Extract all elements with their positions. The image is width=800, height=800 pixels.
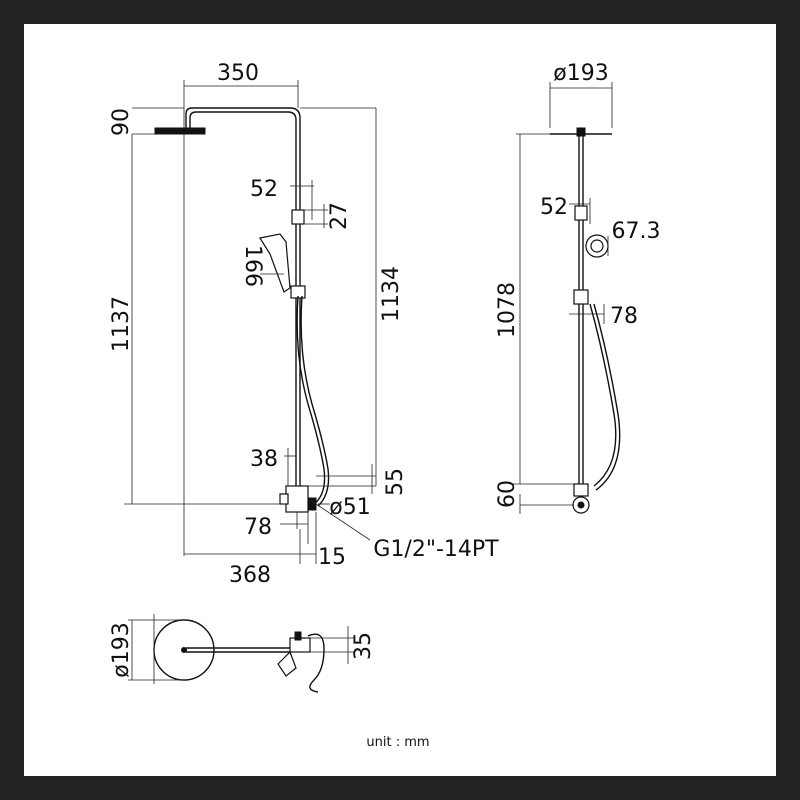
side-holder (574, 205, 588, 221)
leader-connection (309, 499, 371, 541)
front-hose-inner (300, 295, 330, 507)
label-connection: G1/2"-14PT (373, 537, 499, 562)
label-60: 60 (495, 480, 520, 508)
label-27: 27 (327, 202, 352, 230)
front-hand-shower (259, 233, 291, 293)
label-67: 67.3 (612, 219, 661, 244)
front-top-arm-inner (189, 111, 297, 216)
side-hose (589, 303, 617, 487)
label-350: 350 (217, 61, 259, 86)
front-valve-knob (307, 497, 317, 511)
label-51: ø51 (329, 495, 370, 520)
side-slider (573, 289, 589, 305)
label-78-front: 78 (244, 515, 272, 540)
label-55: 55 (383, 468, 408, 496)
label-368: 368 (229, 563, 271, 588)
label-193-top: ø193 (109, 622, 134, 677)
front-top-arm (185, 107, 301, 216)
label-15: 15 (318, 545, 346, 570)
label-90: 90 (109, 108, 134, 136)
front-valve-body (285, 485, 309, 513)
side-hose-inner (593, 303, 621, 491)
drawing-sheet: 350 90 1137 1134 52 27 166 38 55 ø51 78 … (24, 24, 776, 776)
label-1078: 1078 (495, 282, 520, 338)
front-hose (296, 295, 326, 505)
top-view: ø193 35 (109, 614, 376, 693)
label-166: 166 (240, 245, 265, 287)
label-78-side: 78 (610, 304, 638, 329)
front-shower-head (154, 127, 206, 135)
label-1134: 1134 (379, 266, 404, 322)
front-holder (291, 209, 305, 225)
label-35: 35 (351, 632, 376, 660)
side-head-mount (576, 127, 586, 137)
front-valve-inlet (279, 493, 289, 505)
side-valve (573, 483, 589, 497)
side-view: ø193 52 67.3 78 1078 60 (495, 61, 660, 514)
label-52-side: 52 (540, 195, 568, 220)
top-hose (307, 633, 325, 693)
label-52-front: 52 (250, 177, 278, 202)
label-193-side: ø193 (553, 61, 608, 86)
unit-note: unit : mm (366, 735, 429, 750)
label-1137: 1137 (109, 296, 134, 352)
top-hand-shower (277, 650, 297, 677)
technical-drawing: 350 90 1137 1134 52 27 166 38 55 ø51 78 … (109, 61, 660, 750)
front-view: 350 90 1137 1134 52 27 166 38 55 ø51 78 … (109, 61, 499, 588)
label-38: 38 (250, 447, 278, 472)
